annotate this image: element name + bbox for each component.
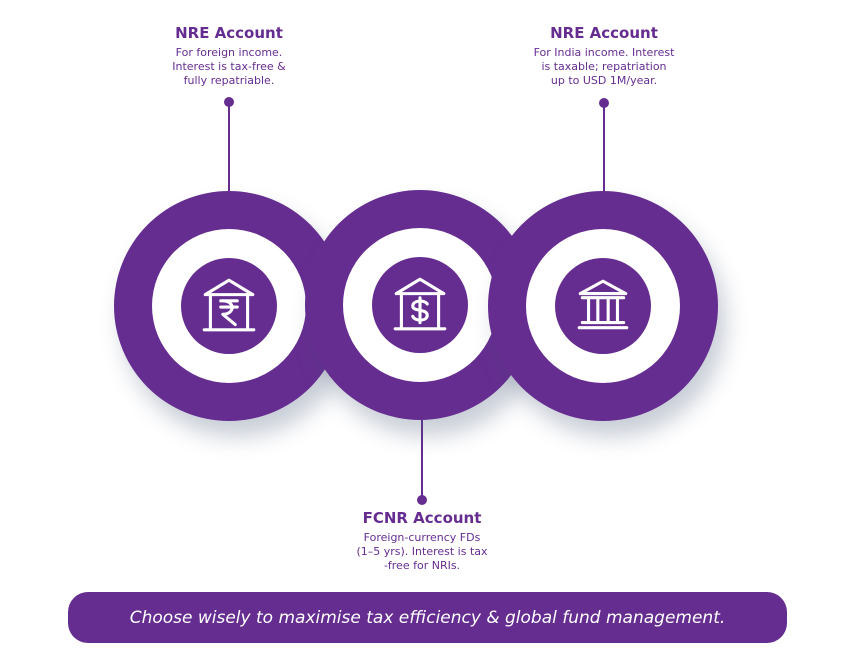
account-description: For India income. Interest is taxable; r… bbox=[533, 46, 675, 87]
bank-rupee-icon bbox=[202, 278, 256, 332]
bank-dollar-icon bbox=[393, 277, 447, 331]
label-nre-india: NRE Account For India income. Interest i… bbox=[494, 24, 714, 88]
icon-disk bbox=[555, 258, 651, 354]
white-ring bbox=[152, 229, 306, 383]
account-title: FCNR Account bbox=[362, 509, 482, 527]
circle-fcnr bbox=[305, 190, 535, 420]
white-ring bbox=[526, 229, 680, 383]
account-description: Foreign-currency FDs (1–5 yrs). Interest… bbox=[356, 531, 488, 572]
summary-banner: Choose wisely to maximise tax efficiency… bbox=[68, 592, 787, 643]
connector-line bbox=[228, 102, 230, 194]
account-title: NRE Account bbox=[175, 24, 283, 42]
account-title: NRE Account bbox=[550, 24, 658, 42]
bank-building-icon bbox=[577, 279, 629, 330]
icon-disk bbox=[181, 258, 277, 354]
connector-dot bbox=[417, 495, 427, 505]
icon-disk bbox=[372, 257, 468, 353]
label-fcnr: FCNR Account Foreign-currency FDs (1–5 y… bbox=[322, 509, 522, 573]
label-nre-foreign: NRE Account For foreign income. Interest… bbox=[129, 24, 329, 88]
account-description: For foreign income. Interest is tax-free… bbox=[172, 46, 286, 87]
connector-line bbox=[603, 103, 605, 195]
white-ring bbox=[343, 228, 497, 382]
circle-nre-india bbox=[488, 191, 718, 421]
connector-line bbox=[421, 415, 423, 500]
